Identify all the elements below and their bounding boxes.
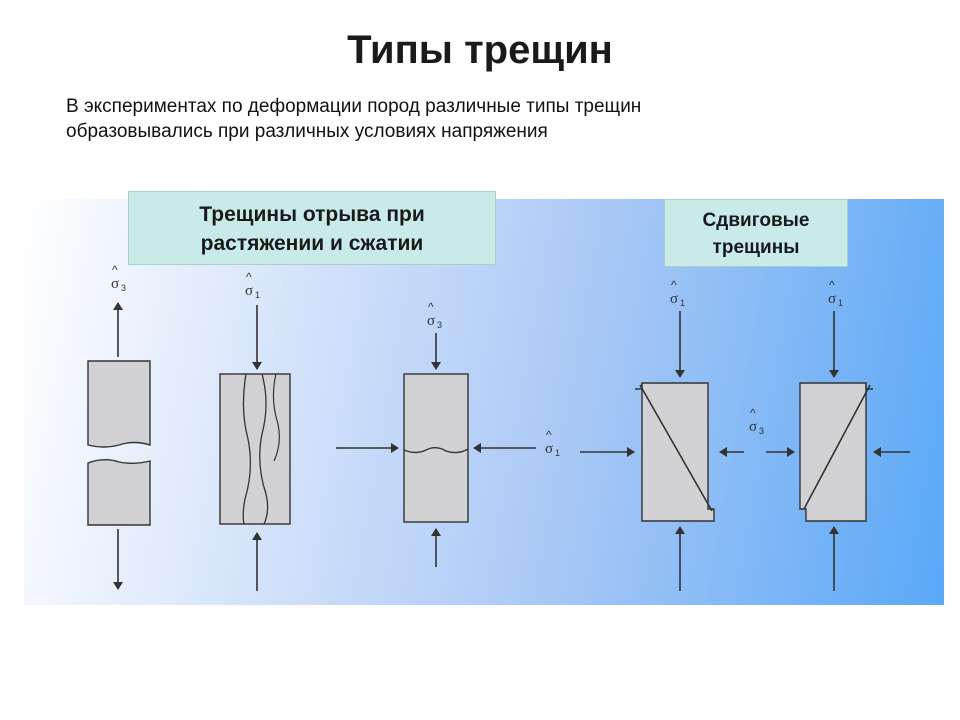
- figure-shear-fracture-right: σ ^ 1: [799, 278, 910, 591]
- sigma1-sub-d: 1: [838, 298, 843, 308]
- shear-label-line-2: трещины: [712, 237, 800, 258]
- figure-shear-fracture-left: σ ^ 1: [580, 278, 715, 591]
- lower-block: [87, 459, 151, 526]
- sigma3-hat-b: ^: [428, 300, 434, 314]
- sigma1-label-c: σ: [670, 291, 678, 307]
- subtitle-line-1: В экспериментах по деформации пород разл…: [66, 96, 642, 117]
- shear-block: [799, 382, 867, 522]
- upper-block: [87, 360, 151, 448]
- tension-fracture-label: Трещины отрыва при растяжении и сжатии: [128, 191, 496, 265]
- crack-3: [272, 373, 280, 462]
- sigma1-sub-c: 1: [680, 298, 685, 308]
- sigma3-label: σ: [111, 276, 119, 292]
- sigma1-label-a: σ: [245, 283, 253, 299]
- figure-axial-splitting: σ ^ 1: [219, 270, 291, 591]
- tension-label-line-2: растяжении и сжатии: [200, 232, 424, 255]
- sigma1-sub-b: 1: [555, 448, 560, 458]
- shear-plane: [803, 384, 871, 510]
- split-block: [219, 373, 291, 525]
- sigma3-label-c: σ: [749, 419, 757, 435]
- sigma1-hat-d: ^: [829, 278, 835, 292]
- sigma1-hat-b: ^: [546, 428, 552, 442]
- tension-label-line-1: Трещины отрыва при: [199, 203, 425, 226]
- shared-sigma3: σ ^ 3: [719, 406, 795, 457]
- figure-extension-fracture: σ ^ 3 σ ^ 1: [336, 300, 560, 567]
- figure-tension-fracture: σ ^ 3: [87, 263, 151, 590]
- crack-2: [259, 373, 269, 525]
- shear-label-line-1: Сдвиговые: [702, 210, 810, 231]
- sigma3-sub-b: 3: [437, 320, 442, 330]
- shear-plane: [639, 384, 713, 512]
- sigma1-hat-a: ^: [246, 270, 252, 284]
- sigma1-label-b: σ: [545, 441, 553, 457]
- sigma3-label-b: σ: [427, 313, 435, 329]
- sigma1-label-d: σ: [828, 291, 836, 307]
- subtitle: В экспериментах по деформации пород разл…: [66, 94, 866, 144]
- sigma3-hat-c: ^: [750, 406, 756, 420]
- page-title: Типы трещин: [347, 28, 613, 72]
- offset-corner: [865, 383, 873, 390]
- sigma3-hat: ^: [112, 263, 118, 277]
- sigma1-hat-c: ^: [671, 278, 677, 292]
- sigma3-sub-c: 3: [759, 426, 764, 436]
- subtitle-line-2: образовывались при различных условиях на…: [66, 121, 548, 142]
- fracture-diagram: σ ^ 3 σ ^ 1 σ ^ 3: [87, 263, 910, 591]
- crack-1: [242, 373, 252, 525]
- sigma1-sub-a: 1: [255, 290, 260, 300]
- horizontal-crack: [403, 447, 469, 454]
- shear-fracture-label: Сдвиговые трещины: [664, 199, 848, 267]
- sigma3-sub: 3: [121, 283, 126, 293]
